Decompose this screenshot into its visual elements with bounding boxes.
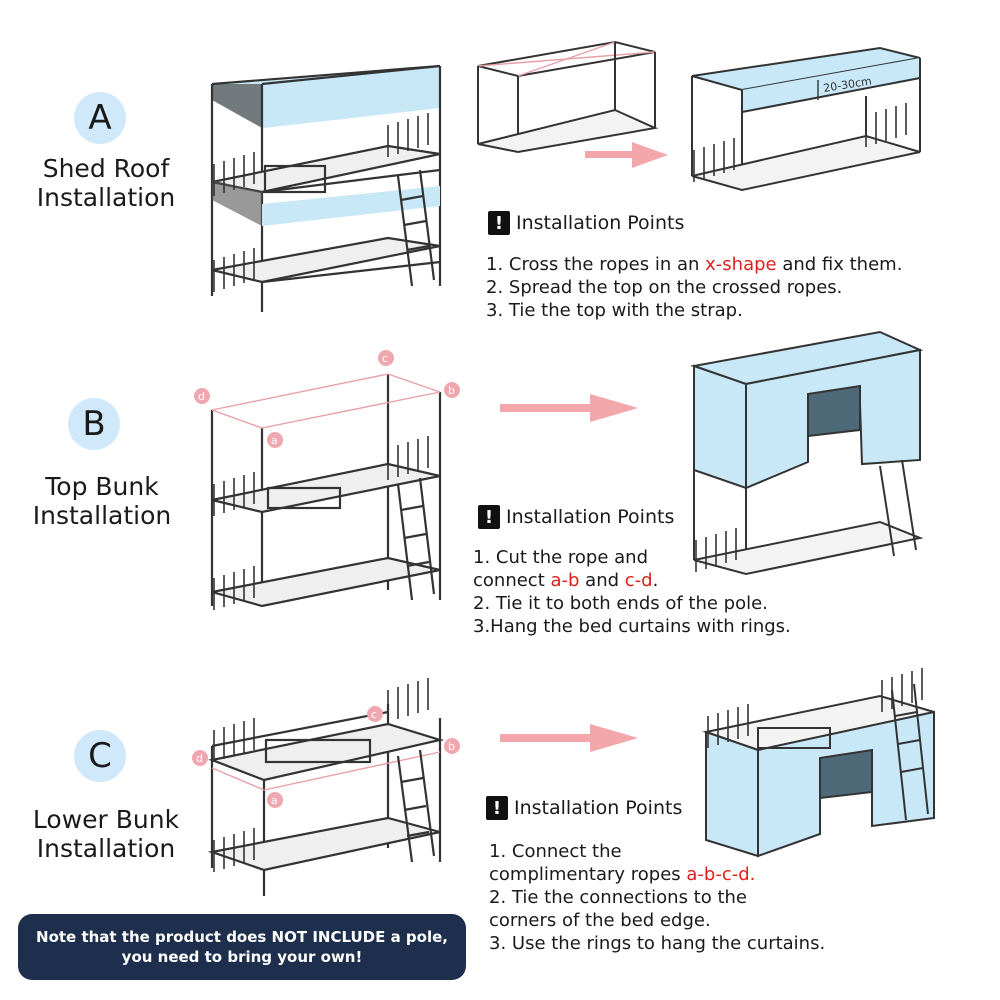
arrow-right-icon — [585, 142, 668, 168]
step-1-line-2: complimentary ropes a-b-c-d. — [489, 864, 756, 885]
bunk-bed-icon — [210, 64, 442, 312]
svg-text:c: c — [382, 352, 388, 365]
section-title-c: Lower Bunk Installation — [32, 805, 180, 863]
bunk-bed-icon — [691, 46, 921, 192]
step-2: 2. Spread the top on the crossed ropes. — [486, 277, 843, 298]
installation-points-header-c: ! Installation Points — [486, 796, 682, 820]
corner-label-a: a — [267, 432, 283, 448]
corner-label-b: b — [444, 738, 460, 754]
pole-not-included-note: Note that the product does NOT INCLUDE a… — [18, 914, 466, 980]
step-1-line-2: connect a-b and c-d. — [473, 570, 659, 591]
step-1: 1. Cross the ropes in an x-shape and fix… — [486, 254, 903, 275]
svg-text:d: d — [198, 390, 205, 403]
corner-label-c: c — [378, 350, 394, 366]
step-2: 2. Tie it to both ends of the pole. — [473, 593, 768, 614]
section-badge-b: B — [68, 398, 120, 450]
arrow-right-icon — [500, 394, 638, 422]
svg-text:a: a — [271, 794, 278, 807]
step-3: 3. Use the rings to hang the curtains. — [489, 933, 826, 954]
step-2-line-2: corners of the bed edge. — [489, 910, 711, 931]
svg-text:c: c — [371, 708, 377, 721]
section-title-a: Shed Roof Installation — [36, 154, 176, 212]
section-title-b: Top Bunk Installation — [32, 472, 172, 530]
step-1-line-1: 1. Connect the — [489, 841, 622, 862]
svg-text:d: d — [196, 752, 203, 765]
svg-text:a: a — [271, 434, 278, 447]
bunk-bed-icon — [690, 330, 924, 576]
step-3: 3. Tie the top with the strap. — [486, 300, 743, 321]
arrow-right-icon — [500, 724, 638, 752]
installation-steps-c: 1. Connect the complimentary ropes a-b-c… — [489, 840, 825, 955]
step-2-line-1: 2. Tie the connections to the — [489, 887, 748, 908]
corner-label-d: d — [192, 750, 208, 766]
corner-label-c: c — [367, 706, 383, 722]
warning-icon: ! — [478, 505, 500, 529]
bunk-bed-icon — [477, 40, 659, 154]
corner-label-a: a — [267, 792, 283, 808]
installation-points-header-b: ! Installation Points — [478, 505, 674, 529]
svg-text:b: b — [448, 740, 455, 753]
bunk-bed-icon — [207, 676, 445, 896]
step-1-line-1: 1. Cut the rope and — [473, 547, 649, 568]
corner-label-d: d — [194, 388, 210, 404]
installation-steps-b: 1. Cut the rope and connect a-b and c-d.… — [473, 546, 791, 638]
bunk-bed-icon — [210, 373, 442, 612]
bunk-bed-icon — [702, 667, 935, 858]
installation-steps-a: 1. Cross the ropes in an x-shape and fix… — [486, 253, 902, 322]
warning-icon: ! — [486, 796, 508, 820]
warning-icon: ! — [488, 211, 510, 235]
step-3: 3.Hang the bed curtains with rings. — [473, 616, 791, 637]
installation-points-header-a: ! Installation Points — [488, 211, 684, 235]
corner-label-b: b — [444, 382, 460, 398]
section-badge-c: C — [74, 730, 126, 782]
svg-text:b: b — [448, 384, 455, 397]
section-badge-a: A — [74, 92, 126, 144]
